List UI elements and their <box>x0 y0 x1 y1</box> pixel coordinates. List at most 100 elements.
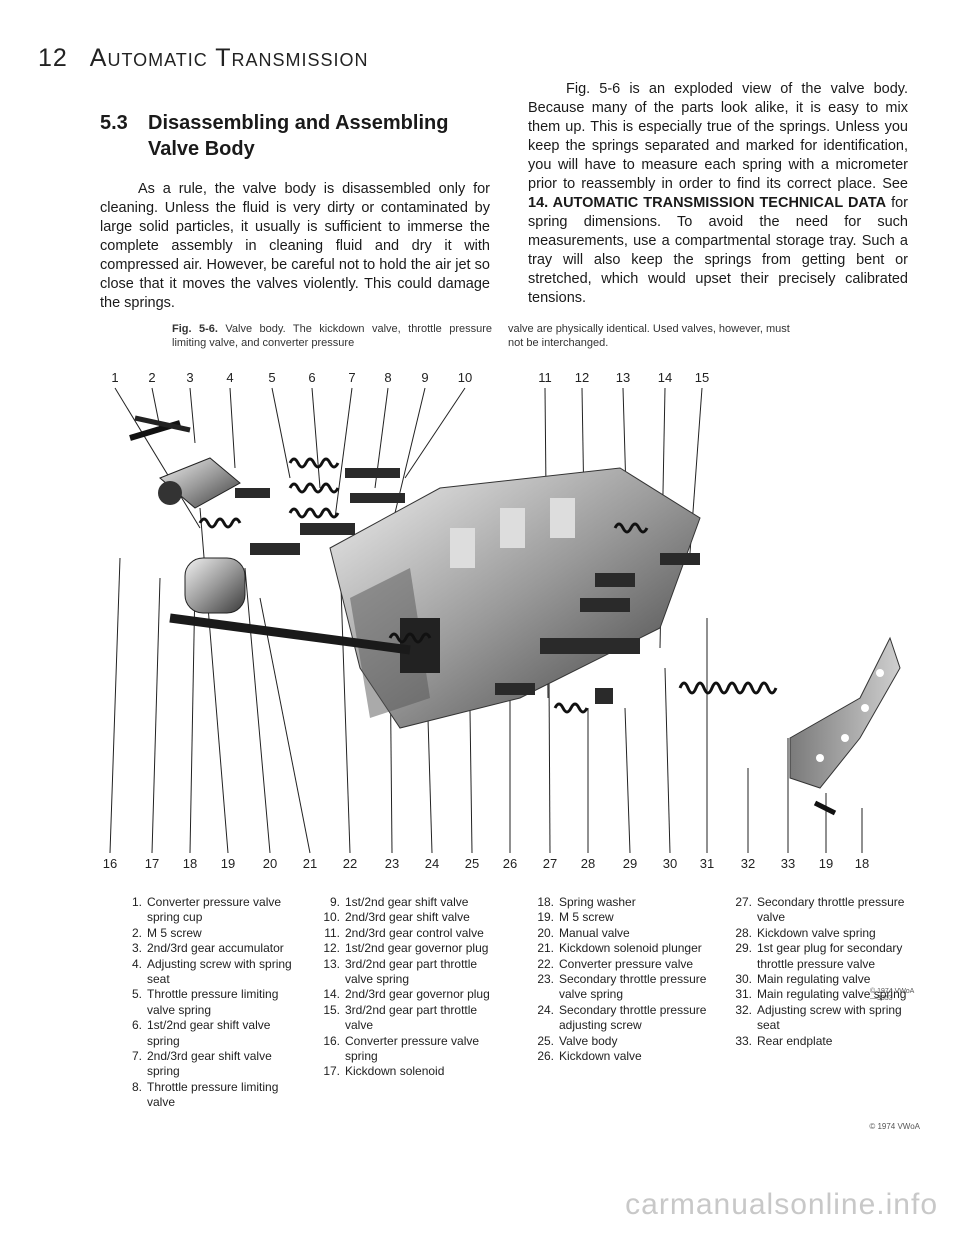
legend-item: 21.Kickdown solenoid plunger <box>530 941 720 956</box>
legend-item-number: 21. <box>537 941 554 956</box>
legend-item-text: Converter pressure valve <box>559 956 694 971</box>
legend-item: 29.1st gear plug for secondary throttle … <box>728 941 918 972</box>
callout-number: 26 <box>503 856 517 871</box>
tech-data-reference: 14. AUTOMATIC TRANSMISSION TECHNICAL DAT… <box>528 195 887 211</box>
legend-item-text: Valve body <box>559 1033 618 1048</box>
callout-number: 24 <box>425 856 439 871</box>
callout-number: 25 <box>465 856 479 871</box>
legend-item-text: 1st/2nd gear shift valve spring <box>147 1018 271 1048</box>
callout-number: 29 <box>623 856 637 871</box>
leader-line <box>339 557 351 854</box>
legend-item: 23. Secondary throttle pressure valve spr… <box>530 972 720 1003</box>
callout-number: 33 <box>781 856 795 871</box>
callout-number: 9 <box>421 370 428 385</box>
legend-item-number: 12. <box>323 941 340 956</box>
legend-item-number: 27. <box>735 895 752 909</box>
legend-item-number: 1. <box>131 895 142 909</box>
paragraph-right-a: Fig. 5-6 is an exploded view of the valv… <box>528 81 908 192</box>
watermark: carmanualsonline.info <box>625 1188 938 1221</box>
legend-item: 19. M 5 screw <box>530 910 720 925</box>
legend-item: 13.3rd/2nd gear part throttle valve spri… <box>316 957 508 988</box>
legend-item-number: 17. <box>323 1064 340 1079</box>
legend-item: 28.Kickdown valve spring <box>728 926 918 941</box>
leader-line <box>151 577 161 854</box>
leader-line <box>624 707 631 854</box>
legend-item-number: 20. <box>537 925 554 940</box>
figure-caption-right: valve are physically identical. Used val… <box>508 323 790 349</box>
rear-endplate <box>789 636 901 816</box>
figure-label: Fig. 5-6. <box>172 323 218 335</box>
legend-item-number: 11. <box>324 925 340 940</box>
legend-item-text: Kickdown valve spring <box>757 925 876 940</box>
legend-item-text: 3rd/2nd gear part throttle valve spring <box>345 956 478 987</box>
callout-number: 30 <box>663 856 677 871</box>
legend-item: 26.Kickdown valve <box>530 1049 720 1064</box>
page-copyright: © 1974 VWoA <box>869 1122 920 1131</box>
legend-item-number: 5. <box>131 987 142 1002</box>
legend-item-text: Secondary throttle pressure valve spring <box>559 972 707 1002</box>
solenoid-part <box>169 557 411 655</box>
callout-number: 31 <box>700 856 714 871</box>
legend-item-text: 1st gear plug for secondary throttle pre… <box>757 941 903 971</box>
legend-item-text: M 5 screw <box>559 910 614 925</box>
legend-item: 31. Main regulating valve spring <box>728 987 918 1002</box>
legend-item-number: 8. <box>131 1079 142 1094</box>
callout-number: 6 <box>308 370 315 385</box>
legend-item-text: Main regulating valve spring <box>757 987 907 1002</box>
legend-item-number: 19. <box>537 910 554 925</box>
legend-item: 15. 3rd/2nd gear part throttle valve <box>316 1003 508 1034</box>
valve-plungers <box>235 468 700 704</box>
figure-caption-left: Fig. 5-6. Valve body. The kickdown valve… <box>172 322 492 350</box>
legend-item-number: 7. <box>131 1049 142 1064</box>
legend-item-number: 32. <box>735 1002 752 1017</box>
callout-number: 28 <box>581 856 595 871</box>
legend-item-text: Adjusting screw with spring seat <box>757 1002 902 1033</box>
legend-item-number: 31. <box>735 987 752 1002</box>
legend-item-text: Secondary throttle pressure adjusting sc… <box>559 1002 707 1033</box>
legend-item-text: 3rd/2nd gear part throttle valve <box>345 1002 478 1033</box>
page-number: 12 <box>38 44 68 72</box>
legend-item: 24.Secondary throttle pressure adjusting… <box>530 1003 720 1034</box>
legend-item-number: 14. <box>323 987 340 1002</box>
leader-line <box>244 567 271 854</box>
callout-number: 27 <box>543 856 557 871</box>
page-header: 12 Automatic Transmission <box>38 44 369 73</box>
legend-item: 8.Throttle pressure limiting valve <box>118 1080 298 1111</box>
paragraph-right: Fig. 5-6 is an exploded view of the valv… <box>528 80 908 308</box>
legend-item-number: 2. <box>131 925 142 940</box>
callout-number: 19 <box>819 856 833 871</box>
legend-item-text: Converter pressure valve spring <box>345 1033 480 1064</box>
legend-item-text: Main regulating valve <box>757 972 871 987</box>
legend-item-text: Converter pressure valve spring cup <box>147 895 282 925</box>
leader-line <box>664 667 671 854</box>
legend-item: 1. Converter pressure valve spring cup <box>118 895 298 926</box>
legend-item-number: 22. <box>537 956 554 971</box>
legend-item-number: 30. <box>735 972 752 987</box>
legend-item-text: Secondary throttle pressure valve <box>757 895 905 925</box>
legend-item-text: Kickdown valve <box>559 1049 642 1064</box>
callout-number: 22 <box>343 856 357 871</box>
legend-item: 10.2nd/3rd gear shift valve <box>316 910 508 925</box>
leader-line <box>229 387 236 469</box>
callout-number: 17 <box>145 856 159 871</box>
callout-number: 16 <box>103 856 117 871</box>
legend-item-number: 23. <box>537 972 554 987</box>
legend-item-text: 2nd/3rd gear governor plug <box>345 987 490 1002</box>
leader-line <box>259 597 311 854</box>
paragraph-right-b: for spring dimensions. To avoid the need… <box>528 195 909 306</box>
legend-item: 27. Secondary throttle pressure valve <box>728 895 918 926</box>
legend-item-number: 33. <box>735 1033 752 1048</box>
callout-number: 12 <box>575 370 589 385</box>
paragraph-left: As a rule, the valve body is disassemble… <box>100 181 490 311</box>
legend-item: 32. Adjusting screw with spring seat <box>728 1003 918 1034</box>
legend-item-number: 15. <box>323 1002 340 1017</box>
callout-number: 21 <box>303 856 317 871</box>
callout-number: 32 <box>741 856 755 871</box>
callout-number: 18 <box>183 856 197 871</box>
legend-item-text: 2nd/3rd gear accumulator <box>147 941 284 956</box>
